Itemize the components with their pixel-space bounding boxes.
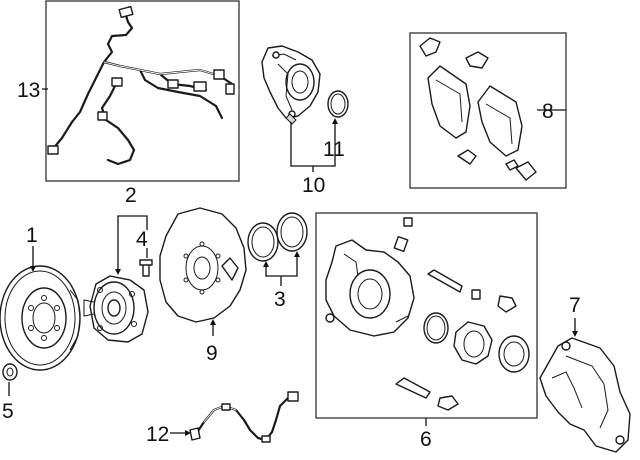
callout-10: 10 <box>302 174 325 197</box>
brake-pads-kit <box>419 37 537 181</box>
callout-3-arrow-a <box>263 261 269 267</box>
callout-3-arrow-b <box>294 251 300 257</box>
callout-11: 11 <box>323 138 345 161</box>
caliper-bracket <box>539 337 631 453</box>
caliper-assembly <box>325 217 530 411</box>
callout-9-arrow <box>210 319 216 325</box>
parking-brake-harness <box>47 5 235 166</box>
motor-seal <box>327 90 349 118</box>
wheel-speed-sensor <box>189 391 299 443</box>
callout-7-arrow <box>572 331 578 337</box>
callout-12: 12 <box>146 423 169 446</box>
callout-3: 3 <box>274 288 286 311</box>
callout-4: 4 <box>136 228 148 251</box>
callout-13: 13 <box>17 79 40 102</box>
brake-rotor <box>0 265 81 371</box>
callout-2: 2 <box>125 184 137 207</box>
parking-brake-motor <box>261 45 321 125</box>
callout-1-arrow <box>30 266 36 272</box>
backing-plate <box>159 207 247 323</box>
callout-8: 8 <box>542 100 554 123</box>
callout-2-arrow <box>115 269 121 275</box>
callout-9: 9 <box>206 342 218 365</box>
callout-5: 5 <box>2 400 14 423</box>
rotor-screw <box>2 363 18 381</box>
callout-11-arrow <box>332 118 338 124</box>
callout-1: 1 <box>26 224 38 247</box>
callout-6: 6 <box>420 428 432 451</box>
callout-12-arrow <box>185 430 191 436</box>
callout-7: 7 <box>569 294 581 317</box>
harness-group-box <box>45 0 240 182</box>
hub-bolt <box>139 259 153 277</box>
callout-2-leader <box>117 215 148 230</box>
hub-and-bearing <box>83 275 149 343</box>
caliper-seals <box>247 212 308 262</box>
